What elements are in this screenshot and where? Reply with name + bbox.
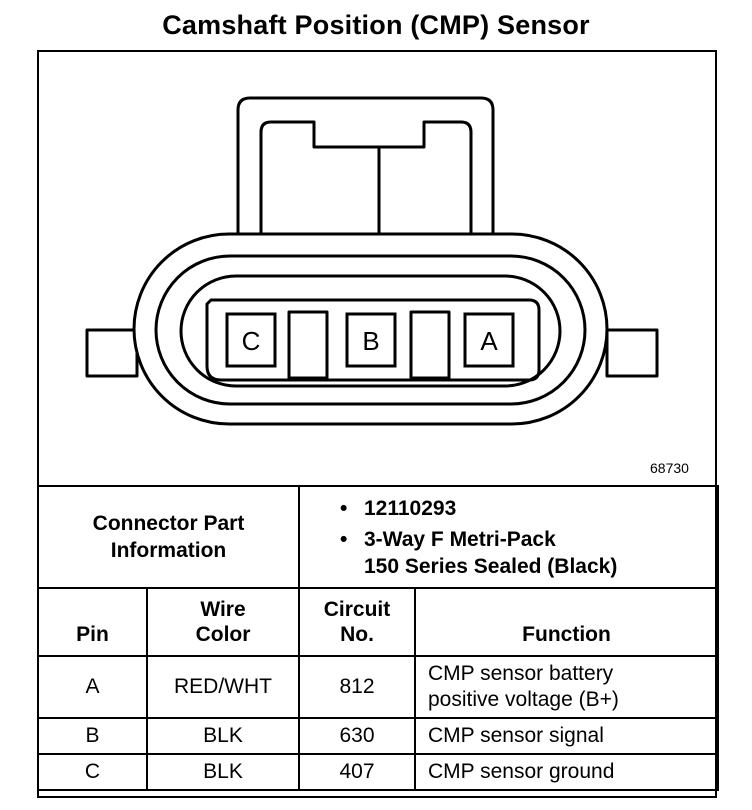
cell-circuit: 812 bbox=[298, 655, 416, 719]
header-pin: Pin bbox=[37, 587, 148, 657]
table-row: A RED/WHT 812 CMP sensor battery positiv… bbox=[37, 655, 719, 719]
pin-label-b: B bbox=[362, 326, 379, 356]
cell-wire-color: BLK bbox=[146, 717, 300, 755]
table-row: C BLK 407 CMP sensor ground bbox=[37, 753, 719, 791]
pinout-table: Pin Wire Color Circuit No. Function A RE… bbox=[37, 587, 719, 791]
header-circuit: Circuit No. bbox=[298, 587, 416, 657]
pin-c-terminal bbox=[225, 312, 277, 368]
header-function: Function bbox=[414, 587, 719, 657]
connector-info-label: Connector Part Information bbox=[37, 485, 300, 589]
cell-wire-color: BLK bbox=[146, 753, 300, 791]
cell-pin: C bbox=[37, 753, 148, 791]
cell-function: CMP sensor battery positive voltage (B+) bbox=[414, 655, 719, 719]
connector-type: 3-Way F Metri-Pack 150 Series Sealed (Bl… bbox=[340, 526, 717, 580]
connector-inner-body bbox=[179, 274, 562, 388]
connector-left-tab bbox=[85, 328, 139, 378]
connector-lock-inner bbox=[259, 120, 381, 234]
cell-circuit: 407 bbox=[298, 753, 416, 791]
diagram-frame bbox=[37, 50, 717, 798]
page-title: Camshaft Position (CMP) Sensor bbox=[162, 10, 590, 40]
cell-circuit: 630 bbox=[298, 717, 416, 755]
connector-info-list: 12110293 3-Way F Metri-Pack 150 Series S… bbox=[298, 485, 719, 589]
pin-a-terminal bbox=[463, 312, 515, 368]
table-row: B BLK 630 CMP sensor signal bbox=[37, 717, 719, 755]
connector-mid-body bbox=[154, 254, 587, 406]
header-wire-color: Wire Color bbox=[146, 587, 300, 657]
connector-info-table: Connector Part Information 12110293 3-Wa… bbox=[37, 485, 719, 589]
pin-label-a: A bbox=[480, 326, 498, 356]
cell-wire-color: RED/WHT bbox=[146, 655, 300, 719]
connector-cavity bbox=[205, 298, 541, 382]
connector-diagram: C B A bbox=[85, 96, 659, 426]
pin-divider bbox=[409, 310, 451, 380]
connector-lock-housing bbox=[236, 96, 495, 234]
figure-number: 68730 bbox=[650, 460, 689, 476]
cell-function: CMP sensor signal bbox=[414, 717, 719, 755]
pin-b-terminal bbox=[345, 312, 397, 368]
connector-right-tab bbox=[605, 328, 659, 378]
cell-pin: A bbox=[37, 655, 148, 719]
cell-pin: B bbox=[37, 717, 148, 755]
cell-function: CMP sensor ground bbox=[414, 753, 719, 791]
connector-part-number: 12110293 bbox=[340, 495, 717, 522]
pin-divider bbox=[287, 310, 329, 380]
pin-label-c: C bbox=[242, 326, 261, 356]
